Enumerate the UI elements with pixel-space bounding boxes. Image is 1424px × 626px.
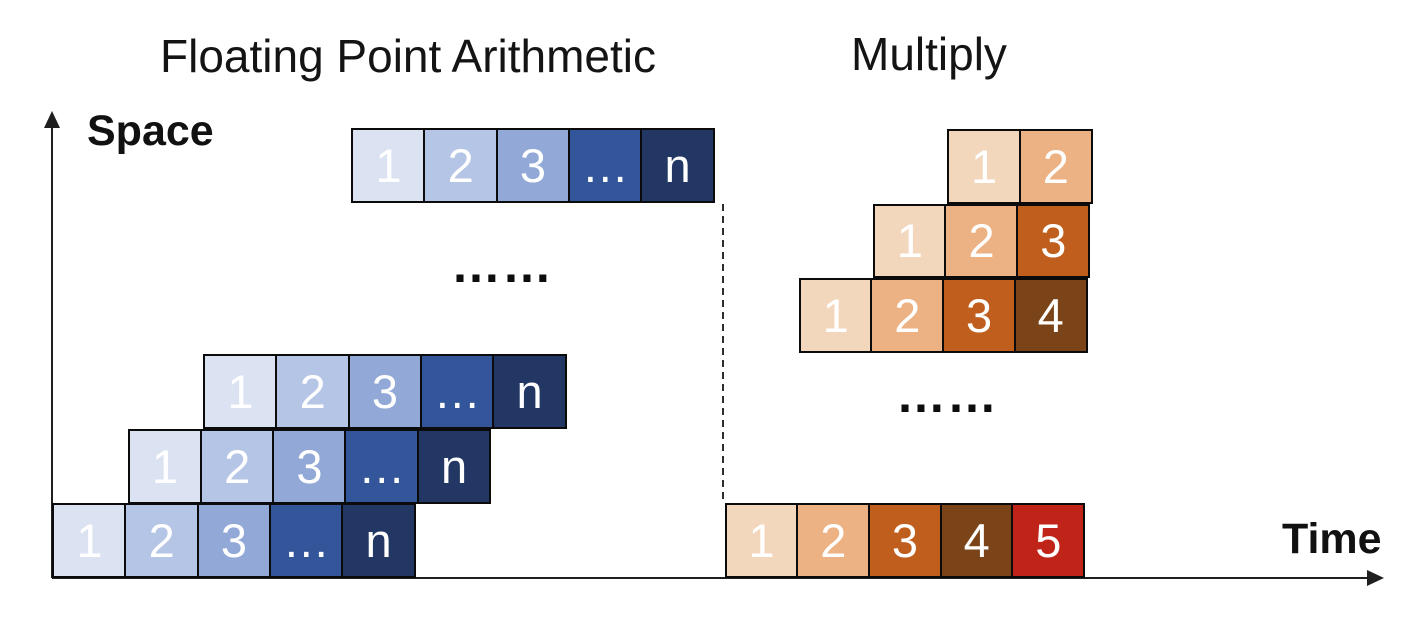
ellipsis-right: …… [896,367,998,423]
stage-cell: 2 [124,503,200,578]
stage-cell: … [567,128,643,203]
stage-cell: 1 [724,503,799,578]
x-axis-arrowhead-icon [1367,570,1384,586]
stage-cell: 3 [867,503,943,578]
stage-cell: 3 [196,503,272,578]
stage-cell: 2 [199,428,275,504]
y-axis-line [51,124,53,578]
stage-cell: 2 [796,503,871,578]
stage-cell: … [344,428,420,504]
stage-cell: 1 [127,428,203,504]
stage-cell: 4 [939,503,1014,578]
stage-cell: 4 [1013,278,1088,353]
stage-cell: 2 [1018,129,1093,204]
stage-cell: 1 [798,278,873,353]
stage-cell: n [416,428,492,504]
stage-cell: 1 [52,503,127,578]
time-axis-label: Time [1282,515,1382,563]
x-axis-line [52,576,1369,579]
stage-cell: 3 [941,278,1017,353]
stage-cell: 1 [351,128,426,203]
stage-cell: 5 [1011,503,1086,578]
title-multiply: Multiply [851,28,1007,80]
stage-cell: n [640,128,715,203]
y-axis-arrowhead-icon [44,111,60,128]
stage-cell: 3 [272,428,347,504]
stage-cell: 1 [872,203,947,279]
space-axis-label: Space [87,107,214,155]
stage-cell: 1 [203,354,278,429]
stage-cell: 3 [1016,203,1091,279]
stage-cell: 2 [944,203,1019,279]
stage-cell: 3 [495,128,571,203]
stage-cell: … [419,354,495,429]
stage-cell: 2 [423,128,499,203]
stage-cell: n [341,503,416,578]
stage-cell: 2 [870,278,945,353]
stage-cell: 2 [275,354,351,429]
stage-cell: … [268,503,344,578]
title-floating-point-arithmetic: Floating Point Arithmetic [160,30,657,82]
stage-cell: 3 [347,354,423,429]
stage-cell: n [492,354,567,429]
ellipsis-left: …… [451,237,553,293]
dashed-divider-line [722,204,724,503]
stage-cell: 1 [947,129,1022,204]
